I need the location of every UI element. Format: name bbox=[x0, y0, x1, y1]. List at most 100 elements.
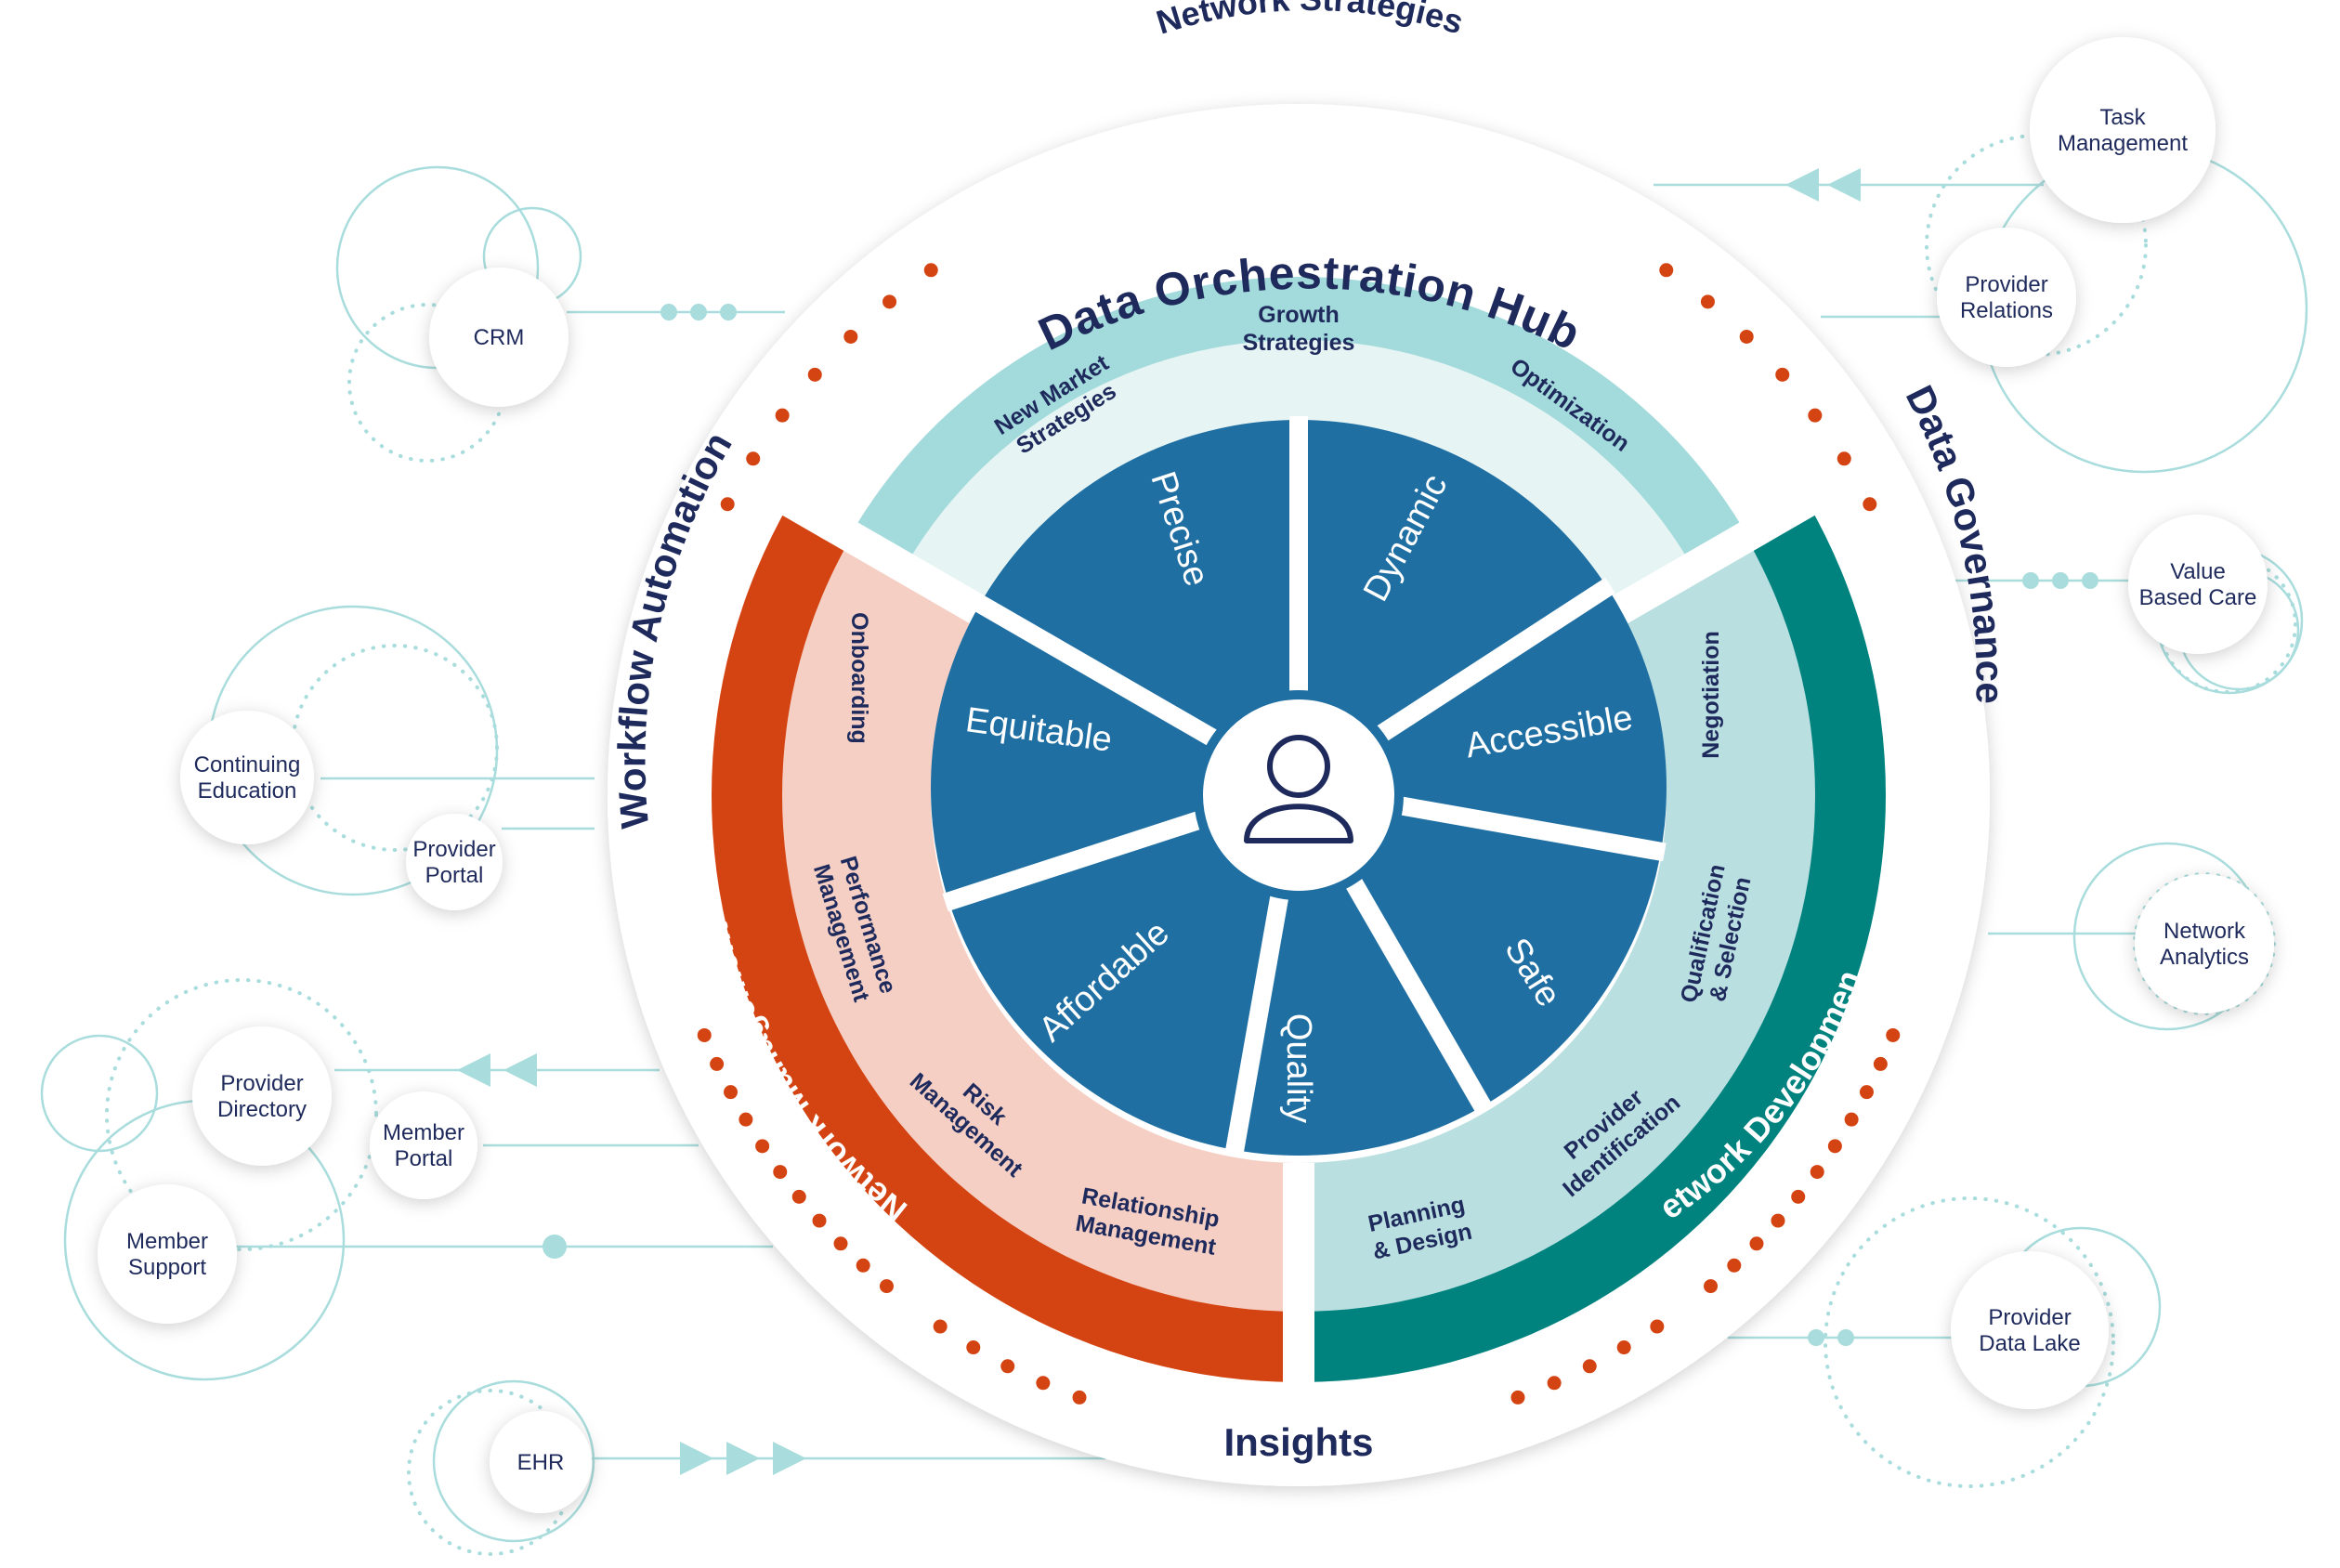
dots-bottom-left-dot bbox=[710, 1056, 725, 1071]
dots-bottom-left-dot bbox=[791, 1189, 806, 1204]
ehr-bubble bbox=[490, 1411, 592, 1513]
crm-bubble bbox=[429, 268, 569, 407]
dots-bottom-left-dot bbox=[755, 1139, 770, 1154]
dots-top-right-dot bbox=[1659, 263, 1674, 278]
dots-top-left-dot bbox=[923, 263, 938, 278]
dots-top-left-dot bbox=[775, 408, 790, 423]
dots-bottom-right-2-dot bbox=[1616, 1340, 1631, 1355]
dots-top-right-dot bbox=[1863, 497, 1877, 512]
arrow-marker bbox=[1827, 168, 1861, 202]
hub-dot-rings bbox=[697, 263, 1901, 1405]
dots-bottom-right-2-dot bbox=[1582, 1359, 1597, 1374]
crm-label: CRM bbox=[474, 325, 525, 350]
deco-circle bbox=[40, 1034, 159, 1153]
dots-bottom-left-dot bbox=[697, 1027, 712, 1042]
connector-dot bbox=[2082, 572, 2098, 589]
dots-top-right-dot bbox=[1700, 294, 1715, 309]
connector-dot bbox=[660, 304, 677, 320]
dots-top-right-dot bbox=[1837, 451, 1851, 466]
item-negotiation: Negotiation bbox=[1698, 631, 1724, 759]
network-analytics-bubble bbox=[2135, 874, 2274, 1013]
core-spoke-5 bbox=[942, 804, 1222, 912]
connector-dot bbox=[720, 304, 737, 320]
arrow-marker bbox=[726, 1442, 760, 1475]
arrow-marker bbox=[773, 1442, 806, 1475]
separator-1 bbox=[1609, 484, 1822, 625]
dots-bottom-right-dot bbox=[1810, 1165, 1824, 1180]
dots-bottom-right-dot bbox=[1791, 1189, 1806, 1204]
core-spoke-2 bbox=[1379, 792, 1667, 862]
dots-bottom-right-dot bbox=[1771, 1213, 1785, 1228]
arrow-marker bbox=[680, 1442, 713, 1475]
connector-dot bbox=[543, 1235, 567, 1259]
dots-top-right-dot bbox=[1739, 329, 1754, 344]
dots-bottom-right-dot bbox=[1873, 1056, 1888, 1071]
network-strategies-band bbox=[854, 277, 1744, 591]
network-development-section bbox=[1299, 537, 1815, 1312]
dots-bottom-left-dot bbox=[812, 1213, 827, 1228]
dots-bottom-left-2-dot bbox=[966, 1340, 981, 1355]
member-portal-bubble bbox=[370, 1091, 477, 1199]
arrow-marker bbox=[1785, 168, 1819, 202]
provider-portal-bubble bbox=[406, 814, 503, 910]
dots-top-left-dot bbox=[746, 451, 761, 466]
user-icon bbox=[1244, 735, 1353, 843]
ehr-label: EHR bbox=[517, 1450, 565, 1475]
core-spoke-3 bbox=[1332, 855, 1493, 1115]
satellite-crm: CRM bbox=[429, 268, 569, 407]
dots-bottom-right-2-dot bbox=[1650, 1319, 1665, 1334]
dots-bottom-left-2-dot bbox=[1036, 1376, 1051, 1391]
dots-bottom-left-dot bbox=[739, 1112, 753, 1127]
dots-top-left-dot bbox=[807, 367, 822, 382]
dots-bottom-left-dot bbox=[879, 1279, 894, 1294]
connector-dot bbox=[1837, 1329, 1854, 1346]
core-spoke-1 bbox=[1364, 577, 1615, 751]
dots-bottom-right-dot bbox=[1859, 1085, 1874, 1100]
continuing-education-bubble bbox=[180, 711, 314, 844]
dots-bottom-right-dot bbox=[1727, 1258, 1742, 1273]
provider-relations-bubble bbox=[1937, 228, 2076, 367]
dots-top-left-dot bbox=[843, 329, 858, 344]
deco-circle bbox=[1824, 1196, 2115, 1488]
dots-bottom-right-dot bbox=[1827, 1139, 1842, 1154]
section-separators bbox=[776, 484, 1822, 1390]
deco-circle bbox=[105, 978, 378, 1251]
dots-bottom-right-2-dot bbox=[1510, 1390, 1525, 1405]
insights-label: Insights bbox=[1223, 1420, 1373, 1464]
dots-bottom-left-2-dot bbox=[1072, 1390, 1087, 1405]
core-spoke-6 bbox=[972, 594, 1232, 754]
value-based-care-bubble bbox=[2128, 515, 2268, 654]
dots-bottom-right-dot bbox=[1844, 1112, 1859, 1127]
dots-top-right-dot bbox=[1775, 367, 1790, 382]
network-strategies-title: Network Strategies bbox=[1152, 0, 1468, 42]
arrow-marker bbox=[457, 1053, 490, 1087]
item-onboarding: Onboarding bbox=[846, 612, 872, 744]
dots-top-left-dot bbox=[720, 497, 735, 512]
connector-dot bbox=[690, 304, 707, 320]
member-support-bubble bbox=[98, 1184, 237, 1324]
dots-top-right-dot bbox=[1808, 408, 1823, 423]
core-spokes bbox=[942, 416, 1667, 1156]
dots-bottom-left-dot bbox=[773, 1165, 788, 1180]
dots-bottom-left-2-dot bbox=[1000, 1359, 1015, 1374]
dots-bottom-right-dot bbox=[1749, 1236, 1764, 1251]
task-management-bubble bbox=[2030, 37, 2216, 223]
network-strategies-section bbox=[908, 340, 1690, 607]
connector-dot bbox=[2052, 572, 2069, 589]
